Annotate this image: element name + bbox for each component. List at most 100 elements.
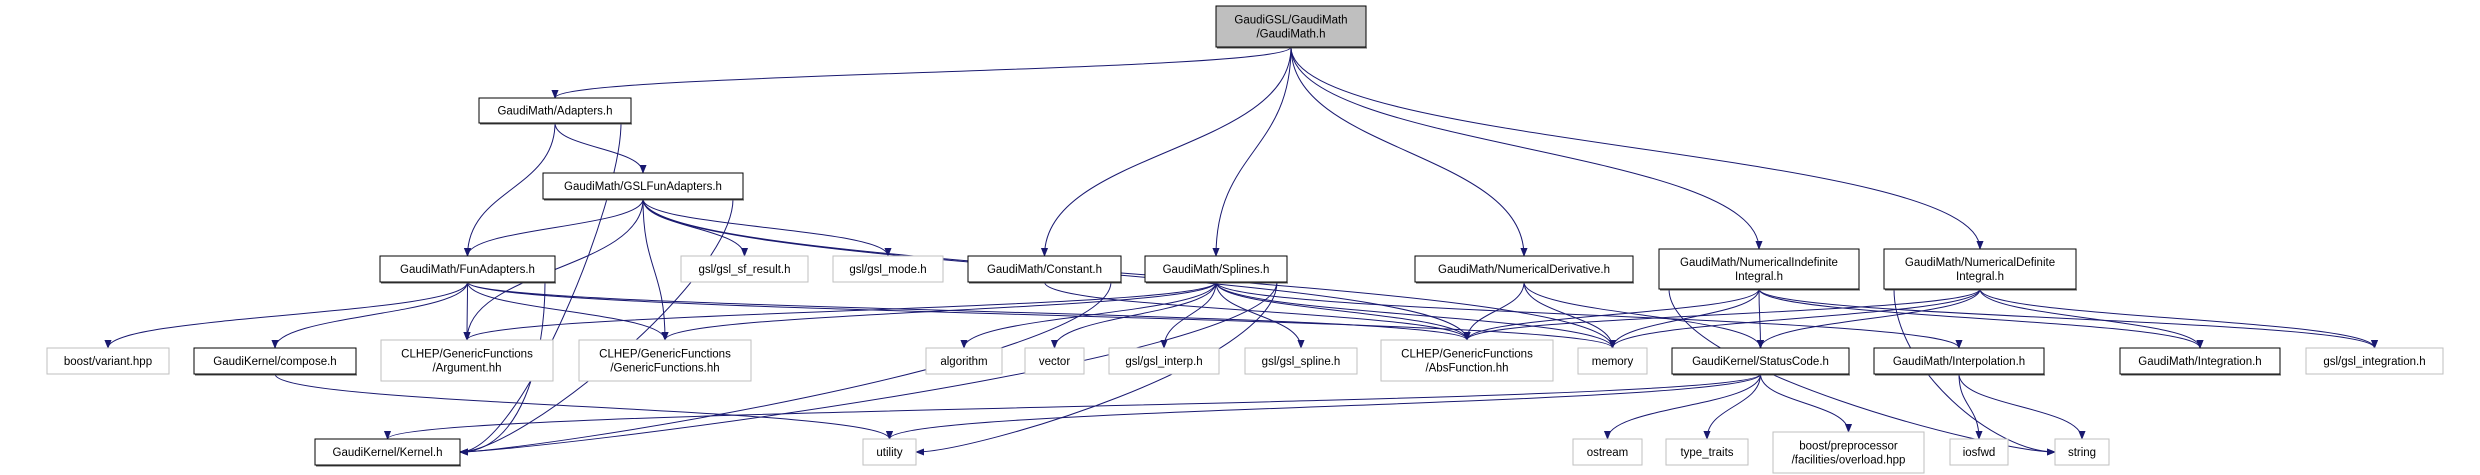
node-kernel[interactable]: GaudiKernel/Kernel.h <box>314 438 461 467</box>
node-label: algorithm <box>940 356 987 368</box>
edge-statuscode-to-utility <box>886 373 1761 440</box>
node-box <box>46 347 170 375</box>
node-funad[interactable]: GaudiMath/FunAdapters.h <box>379 255 556 284</box>
node-adapters[interactable]: GaudiMath/Adapters.h <box>478 97 632 125</box>
node-label: GaudiMath/Splines.h <box>1163 264 1270 276</box>
node-constant[interactable]: GaudiMath/Constant.h <box>967 255 1122 284</box>
node-label: boost/preprocessor <box>1799 441 1898 453</box>
node-spline: gsl/gsl_spline.h <box>1244 347 1358 375</box>
edge-adapters-to-kernel <box>459 122 622 456</box>
node-label: GaudiMath/NumericalDerivative.h <box>1438 264 1610 276</box>
node-label: Integral.h <box>1956 271 2004 283</box>
node-ostream: ostream <box>1572 438 1643 466</box>
node-label: type_traits <box>1680 447 1733 459</box>
node-label: GaudiMath/Constant.h <box>987 264 1102 276</box>
node-box <box>967 255 1122 283</box>
node-box <box>1108 347 1220 375</box>
node-label: GaudiMath/Interpolation.h <box>1893 356 2025 368</box>
edge-statuscode-to-overload <box>1760 373 1853 433</box>
edge-adapters-to-funad <box>463 122 556 257</box>
node-label: utility <box>876 447 902 459</box>
node-box <box>193 347 357 375</box>
edge-numdef-to-memory <box>1609 288 1981 349</box>
node-label: GaudiMath/FunAdapters.h <box>400 264 535 276</box>
node-integration[interactable]: GaudiMath/Integration.h <box>2119 347 2281 376</box>
edges-layer <box>104 46 2378 456</box>
edge-statuscode-to-ostream <box>1603 373 1761 440</box>
edge-splines-to-memory <box>1215 281 1617 349</box>
node-box <box>1883 248 2077 290</box>
node-box <box>680 255 809 283</box>
node-label: CLHEP/GenericFunctions <box>1401 349 1533 361</box>
node-label: ostream <box>1587 447 1629 459</box>
edge-adapters-to-gslfun <box>554 122 647 174</box>
edge-gslfun-to-gslmode <box>642 198 892 257</box>
node-label: CLHEP/GenericFunctions <box>401 349 533 361</box>
edge-numindef-to-absfun <box>1463 288 1760 341</box>
node-interpolation[interactable]: GaudiMath/Interpolation.h <box>1873 347 2045 376</box>
edge-compose-to-utility <box>274 373 893 440</box>
edge-splines-to-interpolation <box>1215 281 1963 349</box>
node-box <box>1024 347 1085 375</box>
node-label: /Argument.hh <box>432 363 501 375</box>
node-box <box>1414 255 1634 283</box>
node-label: /AbsFunction.hh <box>1425 363 1508 375</box>
node-compose[interactable]: GaudiKernel/compose.h <box>193 347 357 376</box>
edge-numdef-to-gslinteg <box>1979 288 2378 349</box>
node-box <box>832 255 944 283</box>
edge-numderiv-to-statuscode <box>1523 281 1765 349</box>
node-utility: utility <box>862 438 917 466</box>
node-label: gsl/gsl_interp.h <box>1125 356 1202 368</box>
edge-splines-to-genfun <box>661 281 1217 341</box>
node-box <box>1380 339 1554 382</box>
node-box <box>862 438 917 466</box>
edge-splines-to-kernel <box>459 281 1278 456</box>
node-label: GaudiKernel/Kernel.h <box>333 447 443 459</box>
node-absfun: CLHEP/GenericFunctions/AbsFunction.hh <box>1380 339 1554 382</box>
node-label: GaudiGSL/GaudiMath <box>1234 15 1347 27</box>
node-label: /GenericFunctions.hh <box>610 363 719 375</box>
edge-root-to-splines <box>1212 46 1292 257</box>
node-splines[interactable]: GaudiMath/Splines.h <box>1144 255 1288 284</box>
edge-splines-to-algorithm <box>960 281 1217 349</box>
node-label: gsl/gsl_integration.h <box>2323 356 2425 368</box>
edge-numindef-to-string <box>1668 288 2056 456</box>
node-label: GaudiMath/NumericalDefinite <box>1905 257 2055 269</box>
node-overload: boost/preprocessor/facilities/overload.h… <box>1772 431 1925 474</box>
node-iosfwd: iosfwd <box>1949 438 2009 466</box>
nodes-layer: GaudiGSL/GaudiMath/GaudiMath.hGaudiMath/… <box>46 5 2444 474</box>
node-typetraits: type_traits <box>1665 438 1749 466</box>
node-box <box>925 347 1003 375</box>
node-box <box>379 255 556 283</box>
node-argument: CLHEP/GenericFunctions/Argument.hh <box>380 339 554 382</box>
edge-gslfun-to-kernel <box>459 198 734 456</box>
node-label: GaudiMath/Adapters.h <box>497 106 612 118</box>
node-label: boost/variant.hpp <box>64 356 152 368</box>
edge-numdef-to-integration <box>1979 288 2204 349</box>
node-statuscode[interactable]: GaudiKernel/StatusCode.h <box>1671 347 1850 376</box>
edge-gslfun-to-funad <box>463 198 644 257</box>
node-root[interactable]: GaudiGSL/GaudiMath/GaudiMath.h <box>1215 5 1367 49</box>
node-numderiv[interactable]: GaudiMath/NumericalDerivative.h <box>1414 255 1634 284</box>
node-gslfun[interactable]: GaudiMath/GSLFunAdapters.h <box>542 172 744 201</box>
node-interp: gsl/gsl_interp.h <box>1108 347 1220 375</box>
edge-splines-to-utility <box>915 281 1278 456</box>
edge-funad-to-variant <box>104 281 468 349</box>
edge-numindef-to-gslinteg <box>1758 288 2378 349</box>
node-label: Integral.h <box>1735 271 1783 283</box>
node-string: string <box>2054 438 2110 466</box>
edge-root-to-constant <box>1040 46 1292 257</box>
node-algorithm: algorithm <box>925 347 1003 375</box>
node-label: memory <box>1592 356 1634 368</box>
node-variant: boost/variant.hpp <box>46 347 170 375</box>
node-label: vector <box>1039 356 1070 368</box>
node-genfun: CLHEP/GenericFunctions/GenericFunctions.… <box>578 339 752 382</box>
node-box <box>1949 438 2009 466</box>
edge-funad-to-memory <box>467 281 1616 349</box>
edge-splines-to-vector <box>1050 281 1217 349</box>
node-box <box>1577 347 1648 375</box>
node-label: GaudiKernel/compose.h <box>213 356 336 368</box>
node-box <box>1873 347 2045 375</box>
